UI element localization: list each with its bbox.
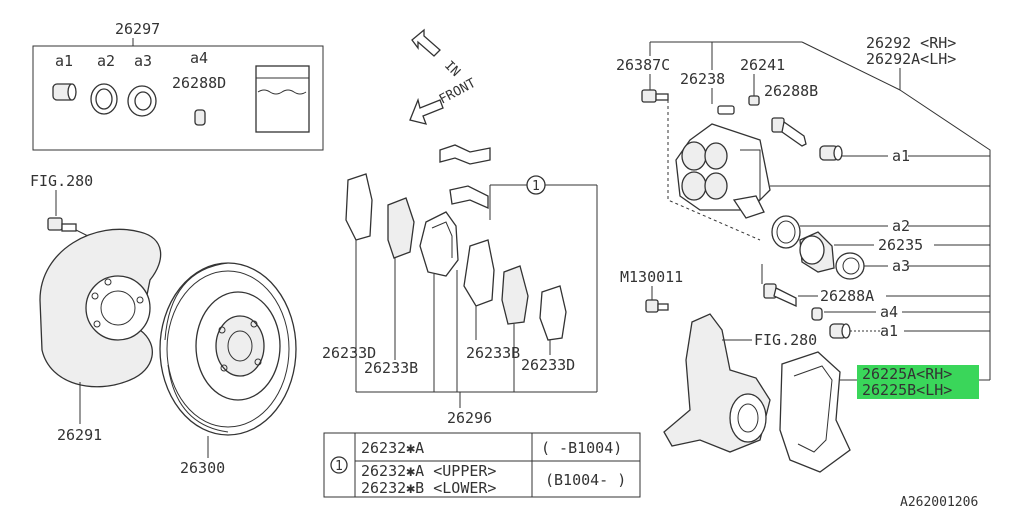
table-row-2-code: (B1004- ) [545, 471, 626, 489]
caliper-bolt-26387C[interactable]: 26387C [616, 56, 670, 74]
in-arrow-icon [411, 28, 441, 57]
piston-26235 [799, 231, 835, 273]
direction-arrows: IN FRONT [409, 28, 479, 125]
guide-pin-26288A[interactable]: 26288A [820, 287, 874, 305]
caliper-group: 26292 <RH> 26292A<LH> 26387C 26238 26241… [616, 34, 991, 473]
piston-seal-a2 [771, 215, 801, 249]
brake-pad-inner [463, 239, 495, 307]
kit-part-number[interactable]: 26297 [115, 20, 160, 38]
kit-item-a4-label[interactable]: a4 [190, 49, 208, 67]
kit-item-a1-label[interactable]: a1 [55, 52, 73, 70]
kit-item-a2-label[interactable]: a2 [97, 52, 115, 70]
pad-variant-table: 1 26232✱A ( -B1004) 26232✱A <UPPER> (B10… [323, 432, 641, 498]
pad-label-26233D-left[interactable]: 26233D [322, 344, 376, 362]
pad-clip-top [439, 144, 491, 210]
brake-rotor [159, 262, 297, 436]
kit-seal-a1 [52, 83, 77, 101]
part-a3[interactable]: a3 [892, 257, 910, 275]
rotor-part-number[interactable]: 26300 [180, 459, 225, 477]
guide-pin-26288B[interactable]: 26288B [764, 82, 818, 100]
table-row-2-part: 26232✱A <UPPER> [361, 462, 496, 480]
guide-pin-a [763, 283, 797, 308]
kit-ring-a2 [90, 83, 118, 115]
support-part-lh[interactable]: 26225B<LH> [862, 381, 952, 399]
pad-ref-number: 1 [532, 179, 540, 194]
kit-item-a3-label[interactable]: a3 [134, 52, 152, 70]
piston-boot-a3 [835, 252, 865, 280]
caliper-assembly-rh[interactable]: 26292 <RH> [866, 34, 956, 52]
caliper-assembly-lh[interactable]: 26292A<LH> [866, 50, 956, 68]
arrow-in-label: IN [441, 58, 463, 80]
pad-group: 1 [322, 144, 598, 427]
kit-boot-a3 [127, 85, 157, 117]
front-arrow-icon [409, 97, 444, 125]
seal-a1-top [819, 145, 843, 161]
shim-inner-left [387, 197, 415, 259]
diagram-code: A262001206 [900, 495, 978, 510]
table-row-1-part: 26232✱A [361, 439, 424, 457]
kit-box [32, 45, 324, 151]
part-a4[interactable]: a4 [880, 303, 898, 321]
seal-a1-bottom [829, 323, 851, 339]
piston-part-number[interactable]: 26235 [878, 236, 923, 254]
knuckle-fig-280[interactable]: FIG.280 [754, 331, 817, 349]
pad-label-26233B-left[interactable]: 26233B [364, 359, 418, 377]
brake-pad-outer [419, 211, 459, 277]
shim-outer-left [345, 173, 373, 241]
part-a1-bottom[interactable]: a1 [880, 322, 898, 340]
kit-26297: 26297 a1 a2 a3 a4 26288D [32, 20, 324, 151]
pad-label-26233D-right[interactable]: 26233D [521, 356, 575, 374]
knuckle-bolt-M130011[interactable]: M130011 [620, 268, 683, 286]
grease-packet [255, 65, 310, 133]
knuckle-bolt [645, 299, 669, 313]
pin-a4 [811, 307, 823, 321]
shim-outer-right [539, 285, 567, 341]
kit-item-a4-part[interactable]: 26288D [172, 74, 226, 92]
table-row-3-part: 26232✱B <LOWER> [361, 479, 496, 497]
shield-part-number[interactable]: 26291 [57, 426, 102, 444]
part-a2[interactable]: a2 [892, 217, 910, 235]
table-ref-number: 1 [335, 459, 343, 474]
support-part-rh[interactable]: 26225A<RH> [862, 365, 952, 383]
pad-group-number[interactable]: 26296 [447, 409, 492, 427]
caliper-support-bracket [779, 351, 851, 473]
bleeder-screw [717, 105, 735, 115]
guide-pin-b [771, 117, 807, 147]
shield-bolt [47, 217, 77, 232]
bleeder-26238[interactable]: 26238 [680, 70, 725, 88]
bleeder-cap [748, 95, 760, 106]
kit-pin-a4 [194, 109, 206, 126]
table-row-1-code: ( -B1004) [541, 439, 622, 457]
pad-leaders [355, 240, 597, 408]
left-group: FIG.280 26291 [30, 172, 297, 477]
shim-inner-right [501, 265, 529, 325]
table-ref-circle [330, 456, 348, 474]
steering-knuckle [663, 313, 771, 453]
highlight-support [857, 365, 979, 399]
fig-280-left[interactable]: FIG.280 [30, 172, 93, 190]
part-a1-top[interactable]: a1 [892, 147, 910, 165]
caliper-bolt [641, 89, 669, 103]
dust-shield [39, 228, 162, 388]
caliper-body [675, 123, 771, 219]
arrow-front-label: FRONT [437, 76, 479, 108]
pad-label-26233B-right[interactable]: 26233B [466, 344, 520, 362]
cap-26241[interactable]: 26241 [740, 56, 785, 74]
